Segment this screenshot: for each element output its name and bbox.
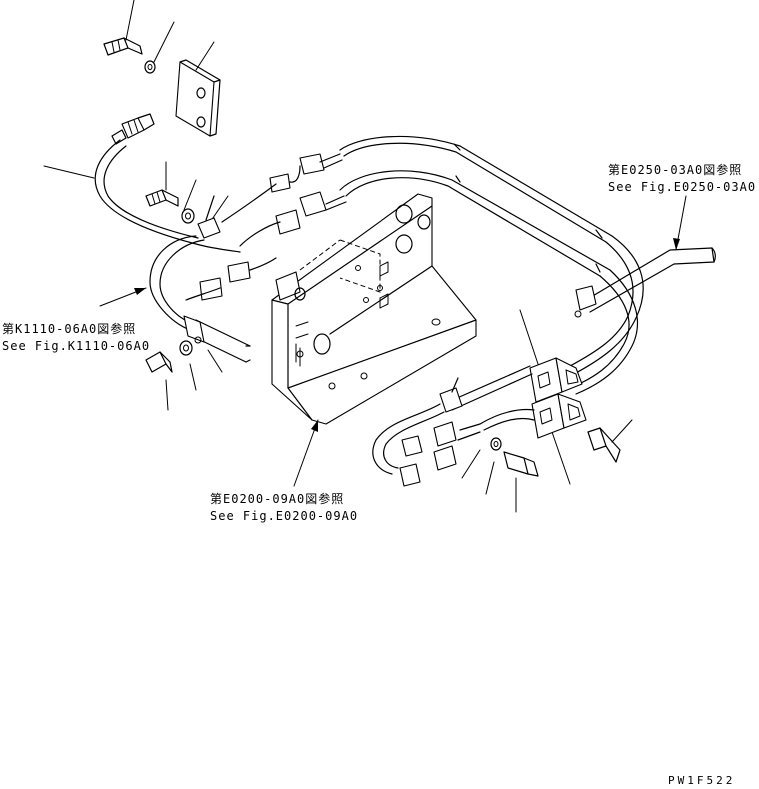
reference-arrows [99, 195, 687, 487]
mounting-bracket-plate [175, 59, 221, 137]
reference-label-k1110: 第K1110-06A0図参照 See Fig.K1110-06A0 [2, 321, 150, 353]
washer-top-left [144, 60, 156, 74]
bolt-top-left [103, 37, 143, 56]
harness-cable-right [339, 135, 716, 395]
relay-connector-upper [529, 357, 583, 403]
ref-e0200-en: See Fig.E0200-09A0 [210, 509, 358, 523]
washer-lower [490, 437, 502, 451]
bolt-lower-right [587, 427, 621, 463]
bolt-lower [503, 451, 539, 477]
connector-cluster-upper [185, 153, 347, 301]
sensor-connector [111, 113, 155, 145]
drawing-code: PW1F522 [668, 774, 735, 787]
reference-label-e0200: 第E0200-09A0図参照 See Fig.E0200-09A0 [210, 491, 358, 523]
clamp-lower [439, 377, 463, 413]
harness-cable-left [94, 139, 251, 363]
washer-middle-left [181, 208, 195, 224]
main-bracket [271, 193, 477, 425]
harness-cable-lower [372, 365, 535, 475]
bolt-middle-left [145, 189, 179, 207]
clamp-left [183, 315, 205, 344]
ref-e0250-jp: 第E0250-03A0図参照 [608, 162, 742, 177]
ref-e0250-en: See Fig.E0250-03A0 [608, 180, 756, 194]
bolt-lower-left [145, 351, 173, 373]
relay-connector-lower [531, 393, 587, 439]
ref-k1110-en: See Fig.K1110-06A0 [2, 339, 150, 353]
clamp-right [574, 285, 597, 318]
reference-label-e0250: 第E0250-03A0図参照 See Fig.E0250-03A0 [608, 162, 756, 194]
leader-lines [43, 0, 633, 513]
clamp-upper [197, 195, 221, 239]
ref-k1110-jp: 第K1110-06A0図参照 [2, 321, 136, 336]
ref-e0200-jp: 第E0200-09A0図参照 [210, 491, 344, 506]
washer-lower-left [179, 340, 193, 356]
terminal-plugs-lower [399, 421, 457, 487]
